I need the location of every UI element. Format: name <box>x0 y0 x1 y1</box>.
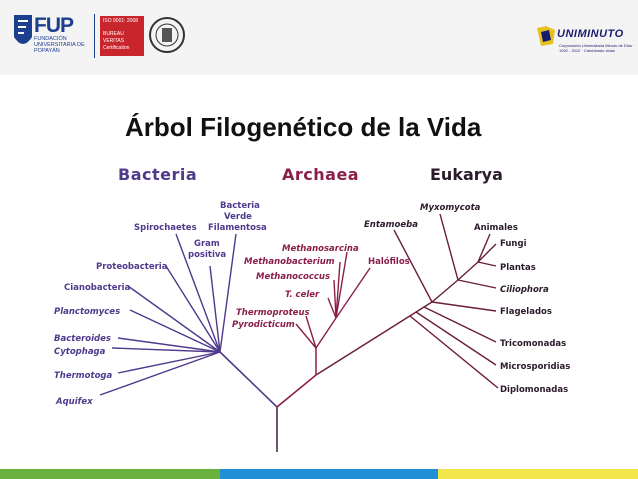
bacteria-branches <box>99 233 237 396</box>
branch-cianobacteria <box>127 285 221 353</box>
branch-methanobacterium <box>335 261 341 319</box>
eukarya-upper-stem <box>431 279 459 303</box>
label-spirochaetes: Spirochaetes <box>134 223 197 233</box>
branch-ciliophora <box>457 279 497 289</box>
fup-subtitle: FUNDACIÓN UNIVERSITARIA DE POPAYÁN <box>34 36 85 54</box>
label-ciliophora: Ciliophora <box>500 285 549 295</box>
domain-archaea: Archaea <box>282 165 359 184</box>
page-title: Árbol Filogenético de la Vida <box>125 112 482 142</box>
footer-color-band <box>0 469 638 479</box>
label-gram-line2: positiva <box>188 250 226 260</box>
branch-gram-positiva <box>209 265 221 353</box>
bureau-veritas-seal-icon <box>149 17 185 53</box>
domain-eukarya: Eukarya <box>430 165 503 184</box>
label-diplomonadas: Diplomonadas <box>500 385 568 395</box>
label-gram-line1: Gram <box>194 239 220 249</box>
branch-plantas <box>477 261 497 267</box>
archaea-eukarya-stem <box>315 301 433 376</box>
branch-methanococcus <box>333 279 337 319</box>
label-fungi: Fungi <box>500 239 527 249</box>
branch-cytophaga <box>111 347 221 353</box>
archaea-branches <box>295 251 371 349</box>
label-verde-line2: Verde <box>224 212 252 222</box>
branch-pyrodicticum <box>295 323 317 349</box>
uniminuto-logo-text: UNIMINUTO <box>557 28 624 40</box>
label-microsporidias: Microsporidias <box>500 362 570 372</box>
branch-diplomonadas <box>409 315 499 389</box>
branch-animales <box>477 233 491 263</box>
label-methanococcus: Methanococcus <box>256 272 330 282</box>
branch-thermotoga <box>117 351 221 374</box>
branch-flagelados <box>431 301 497 312</box>
label-thermoproteus: Thermoproteus <box>236 308 310 318</box>
branch-myxomycota <box>439 213 459 281</box>
branch-halofilos <box>335 267 371 319</box>
label-halofilos: Halófilos <box>368 256 410 267</box>
trunk-to-bacteria <box>219 351 278 408</box>
label-myxomycota: Myxomycota <box>420 203 481 213</box>
archaea-labels: Methanosarcina Methanobacterium Methanoc… <box>232 244 410 330</box>
eukarya-branches <box>393 213 499 389</box>
domain-bacteria: Bacteria <box>118 165 197 184</box>
label-cytophaga: Cytophaga <box>54 347 106 357</box>
branch-methanosarcina <box>335 251 348 319</box>
bacteria-labels: Aquifex Thermotoga Bacteroides Cytophaga… <box>54 201 267 407</box>
fup-shield-icon <box>14 15 32 44</box>
tree-trunk <box>219 351 317 452</box>
label-thermotoga: Thermotoga <box>54 371 112 381</box>
eukarya-labels: Entamoeba Myxomycota Animales Fungi Plan… <box>364 203 570 395</box>
uniminuto-mark-icon <box>537 26 555 46</box>
branch-thermoproteus <box>305 315 317 349</box>
branch-entamoeba <box>393 229 433 303</box>
branch-tceler <box>327 297 337 319</box>
iso-badge: ISO 9001: 2008 BUREAU VERITAS Certificat… <box>100 16 144 56</box>
uniminuto-subtitle: Corporación Universitaria Minuto de Dios… <box>559 43 635 53</box>
footer-band-green <box>0 469 220 479</box>
fup-logo: FUP FUNDACIÓN UNIVERSITARIA DE POPAYÁN I… <box>12 10 202 65</box>
branch-tricomonadas <box>423 306 497 343</box>
branch-aquifex <box>99 351 221 396</box>
label-aquifex: Aquifex <box>55 397 93 407</box>
branch-fungi <box>477 243 497 263</box>
label-planctomyces: Planctomyces <box>54 307 120 317</box>
label-flagelados: Flagelados <box>500 307 552 317</box>
label-cianobacteria: Cianobacteria <box>64 283 131 293</box>
archaea-inner-stem <box>315 317 337 349</box>
eukarya-crown-stem <box>457 261 479 281</box>
label-methanosarcina: Methanosarcina <box>282 244 359 254</box>
branch-proteobacteria <box>165 265 221 353</box>
fup-logo-text: FUP <box>34 14 74 37</box>
label-proteobacteria: Proteobacteria <box>96 262 168 272</box>
branch-microsporidias <box>415 311 497 366</box>
footer-band-yellow <box>438 469 638 479</box>
logo-divider <box>94 14 95 58</box>
uniminuto-logo: UNIMINUTO Corporación Universitaria Minu… <box>535 22 635 57</box>
stem-to-eukarya <box>315 301 433 376</box>
label-entamoeba: Entamoeba <box>364 220 418 230</box>
label-bacteroides: Bacteroides <box>54 334 111 344</box>
bureau-text: BUREAU VERITAS Certification <box>103 31 130 51</box>
branch-bacteroides <box>117 337 221 353</box>
label-plantas: Plantas <box>500 263 536 273</box>
trunk-to-right <box>276 374 317 408</box>
label-animales: Animales <box>474 223 518 233</box>
label-tceler: T. celer <box>285 290 320 300</box>
label-pyrodicticum: Pyrodicticum <box>232 320 295 330</box>
branch-planctomyces <box>129 309 221 353</box>
label-verde-line1: Bacteria <box>220 201 260 211</box>
branch-bacteria-verde <box>219 233 237 353</box>
iso-text: ISO 9001: 2008 <box>103 18 139 24</box>
branch-spirochaetes <box>175 233 221 353</box>
label-tricomonadas: Tricomonadas <box>500 339 566 349</box>
footer-band-blue <box>220 469 438 479</box>
label-methanobacterium: Methanobacterium <box>244 257 335 267</box>
label-verde-line3: Filamentosa <box>208 223 267 233</box>
